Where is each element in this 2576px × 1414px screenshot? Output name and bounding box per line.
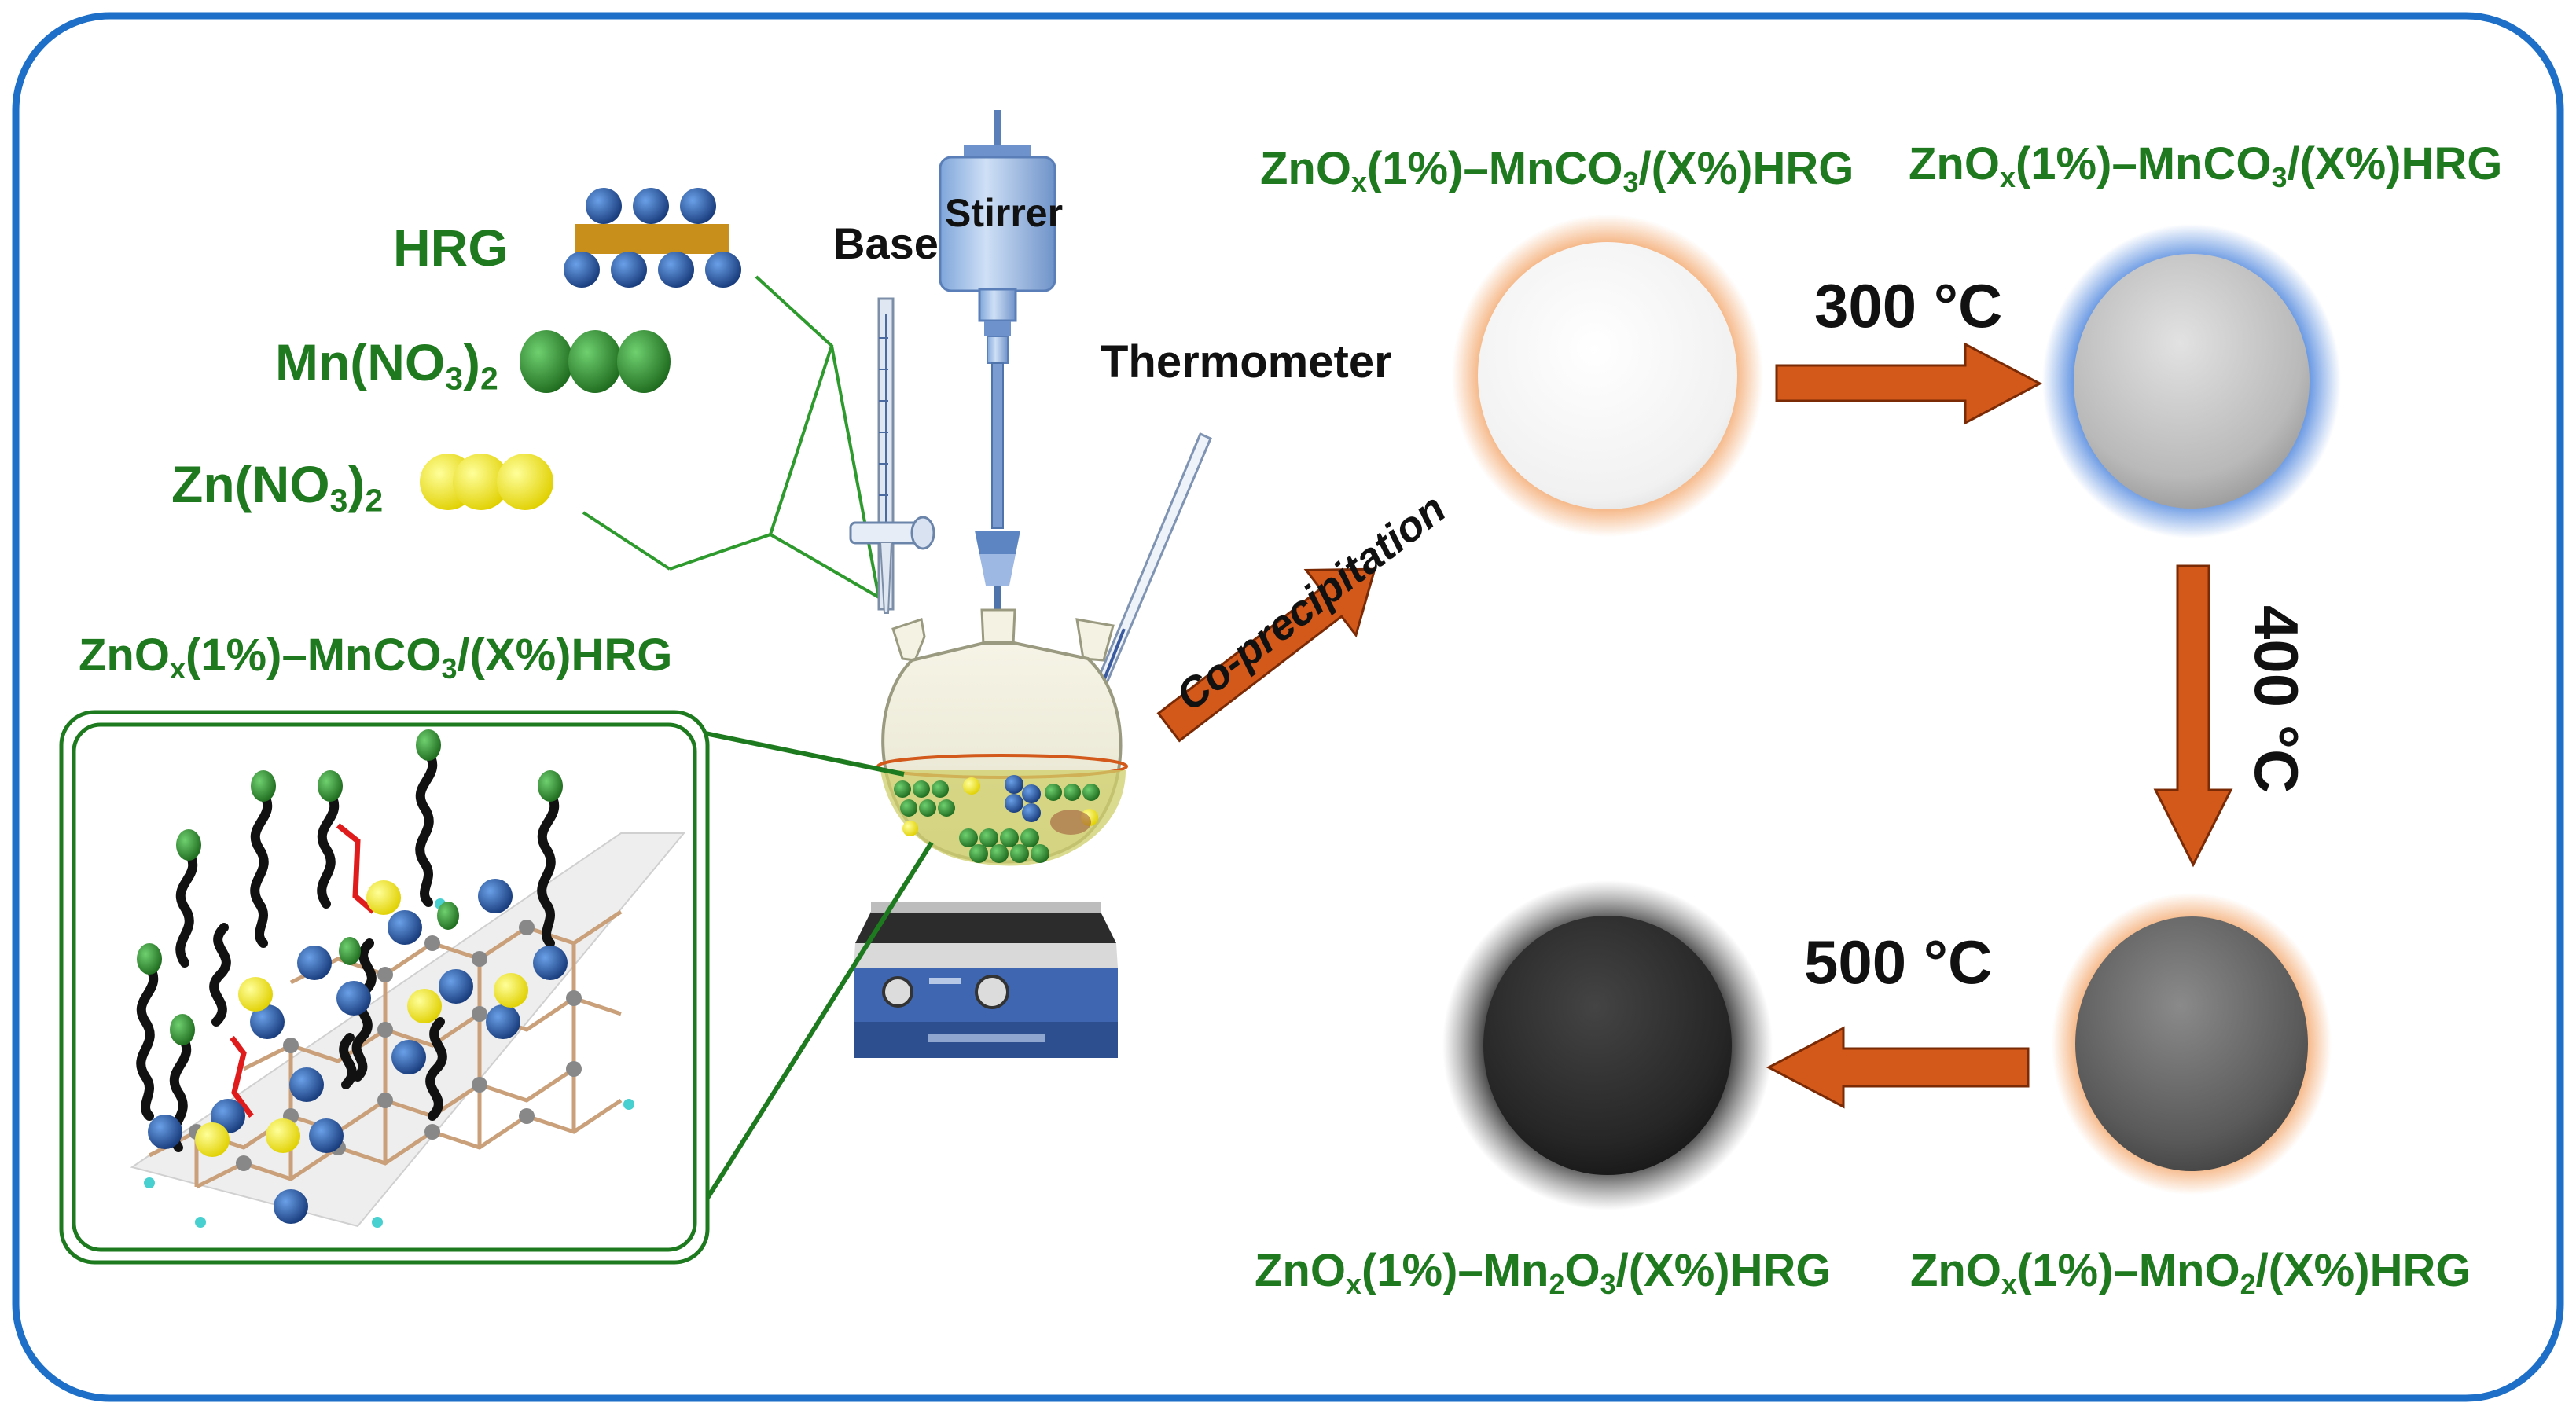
- temp-400-label: 400 °C: [2242, 605, 2311, 794]
- white-product-label: ZnOx(1%)–MnCO3/(X%)HRG: [1260, 143, 1854, 199]
- black-product-label: ZnOx(1%)–Mn2O3/(X%)HRG: [1255, 1245, 1832, 1301]
- arrow-300: [1775, 342, 2043, 425]
- mn-nitrate-label: Mn(NO3)2: [275, 333, 498, 397]
- thermometer-label: Thermometer: [1101, 336, 1392, 387]
- feed-lines: [582, 275, 880, 599]
- arrow-500: [1766, 1026, 2030, 1109]
- base-label: Base: [833, 219, 939, 268]
- coprecipitation-arrow: [1156, 567, 1376, 743]
- hrg-icon: [564, 188, 741, 288]
- stage-circle-dark: [2052, 893, 2332, 1195]
- dark-product-label: ZnOx(1%)–MnO2/(X%)HRG: [1910, 1245, 2471, 1301]
- zn-nitrate-label: Zn(NO3)2: [171, 455, 384, 519]
- flask-icon: [876, 608, 1128, 866]
- burette-icon: [849, 297, 935, 614]
- stage-circle-white: [1452, 215, 1763, 537]
- inset-formula-label: ZnOx(1%)–MnCO3/(X%)HRG: [79, 630, 673, 685]
- hrg-label: HRG: [393, 219, 509, 277]
- stirrer-icon: [939, 110, 1056, 617]
- temp-300-label: 300 °C: [1814, 271, 2003, 340]
- arrow-400: [2153, 564, 2233, 868]
- stirrer-label: Stirrer: [945, 191, 1064, 235]
- zn-nitrate-icon: [420, 454, 553, 510]
- grey-product-label: ZnOx(1%)–MnCO3/(X%)HRG: [1909, 138, 2503, 194]
- stage-circle-grey: [2042, 224, 2341, 538]
- hotplate-icon: [854, 902, 1118, 1058]
- mn-nitrate-icon: [520, 330, 671, 393]
- inset-structure: [130, 729, 686, 1228]
- temp-500-label: 500 °C: [1804, 927, 1993, 997]
- stage-circle-black: [1442, 880, 1773, 1210]
- outer-frame: [12, 12, 2564, 1402]
